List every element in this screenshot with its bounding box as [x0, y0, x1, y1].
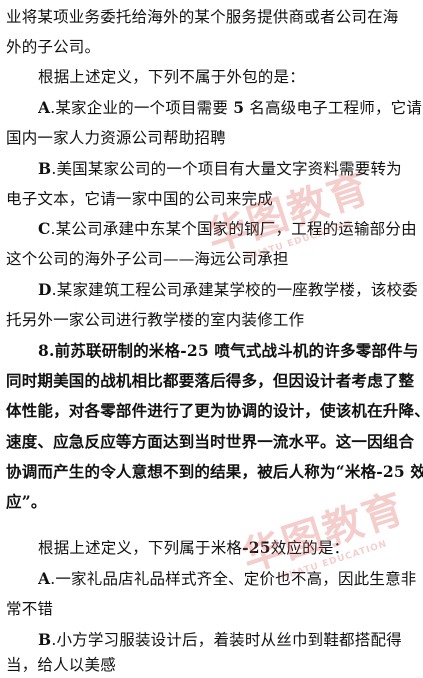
- question-prompt: 根据上述定义，下列属于米格-25效应的是：: [38, 538, 350, 557]
- question-8: 8.前苏联研制的米格-25 喷气式战斗机的许多零部件与: [38, 341, 419, 360]
- option-a-cont: 常不错: [6, 600, 54, 618]
- option-b-cont: 电子文本，它请一家中国的公司来完成: [6, 190, 273, 208]
- option-a-cont: 国内一家人力资源公司帮助招聘: [6, 129, 226, 147]
- option-b: B.小方学习服装设计后，着装时从丝巾到鞋都搭配得: [38, 630, 402, 649]
- option-b: B.美国某家公司的一个项目有大量文字资料需要转为: [38, 159, 402, 178]
- question-8-line: 协调而产生的令人意想不到的结果，被后人称为“米格-25 效: [6, 462, 423, 481]
- option-d-cont: 托另外一家公司进行教学楼的室内装修工作: [6, 311, 305, 329]
- question-8-line: 应”。: [6, 492, 47, 511]
- option-a: A.某家企业的一个项目需要 5 名高级电子工程师，它请: [38, 98, 423, 117]
- text-line: 业将某项业务委托给海外的某个服务提供商或者公司在海: [6, 8, 399, 26]
- text-line: 外的子公司。: [6, 38, 101, 56]
- question-8-line: 体性能，对各零部件进行了更为协调的设计，使该机在升降、: [6, 401, 423, 420]
- option-c-cont: 这个公司的海外子公司——海远公司承担: [6, 250, 289, 268]
- option-b-cont: 当，给人以美感: [6, 656, 116, 674]
- option-d: D.某家建筑工程公司承建某学校的一座教学楼，该校委: [38, 280, 418, 299]
- option-a: A.一家礼品店礼品样式齐全、定价也不高，因此生意非: [38, 569, 417, 588]
- question-8-line: 速度、应急反应等方面达到当时世界一流水平。这一因组合: [6, 432, 415, 451]
- question-8-line: 同时期美国的战机相比都要落后得多，但因设计者考虑了整: [6, 371, 415, 390]
- option-c: C.某公司承建中东某个国家的钢厂，工程的运输部分由: [38, 219, 417, 238]
- question-prompt: 根据上述定义，下列不属于外包的是：: [38, 68, 305, 86]
